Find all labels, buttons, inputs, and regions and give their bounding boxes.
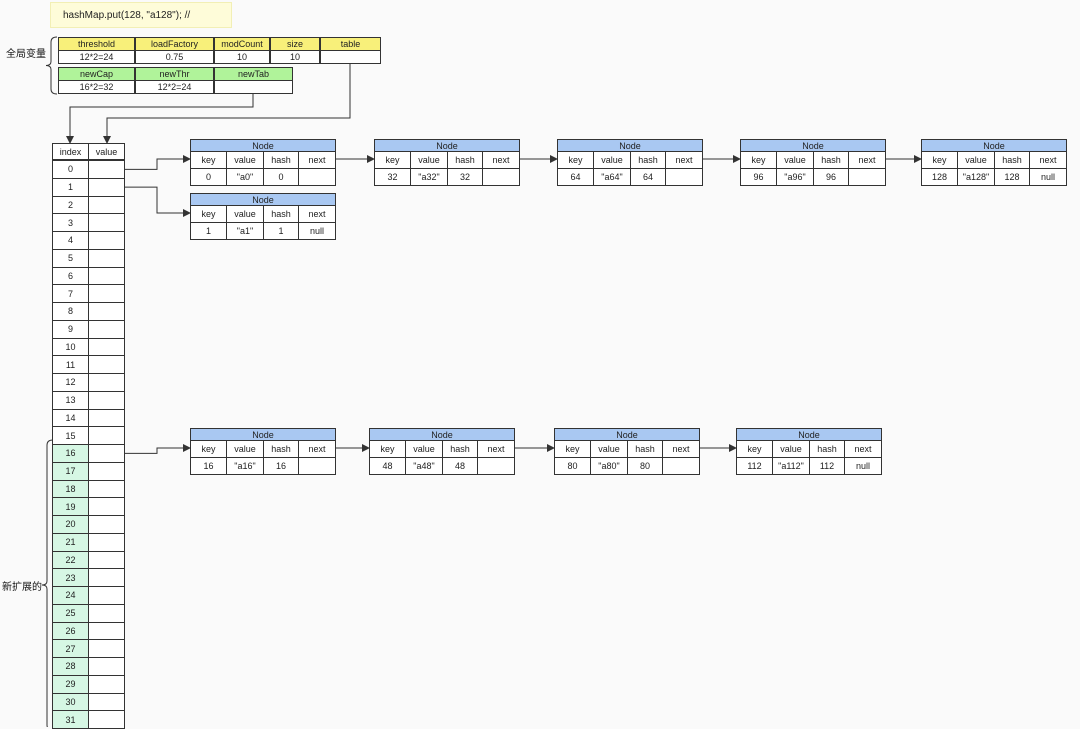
pointer-arrow [125,186,191,217]
node-field-value [662,457,700,475]
code-note: hashMap.put(128, "a128"); // 10000000 [50,2,232,47]
global-value [320,50,381,64]
node-field-value [298,457,336,475]
node-field-label: next [848,151,886,169]
new-var-value: 16*2=32 [58,80,135,94]
node-field-value: null [1029,168,1067,186]
node-field-value: "a112" [772,457,810,475]
curly-brace [41,439,54,727]
node-field-value [477,457,515,475]
node-field-value: null [298,222,336,240]
curly-brace [45,36,58,95]
node-field-value: 80 [554,457,591,475]
node-field-value [665,168,703,186]
node-field-value: 0 [190,168,227,186]
pointer-arrow [66,94,254,144]
node-field-value: 16 [190,457,227,475]
node-field-value: 96 [813,168,849,186]
node-field-label: next [482,151,520,169]
node-field-value: 16 [263,457,299,475]
pointer-arrow [125,444,191,454]
global-value: 0.75 [135,50,214,64]
node-field-value: "a128" [957,168,995,186]
node-field-value: null [844,457,882,475]
globals-label: 全局变量 [6,49,46,60]
node-field-value: 48 [442,457,478,475]
new-var-value: 12*2=24 [135,80,214,94]
global-value: 10 [270,50,320,64]
node-field-value: "a48" [405,457,443,475]
node-field-value: "a1" [226,222,264,240]
node-field-value [482,168,520,186]
new-var-value [214,80,293,94]
node-field-value [298,168,336,186]
node-field-value: "a80" [590,457,628,475]
global-value: 10 [214,50,270,64]
pointer-arrow [103,64,351,144]
global-value: 12*2=24 [58,50,135,64]
node-field-value [848,168,886,186]
expanded-label: 新扩展的 [2,582,42,593]
pointer-arrow [125,155,191,170]
